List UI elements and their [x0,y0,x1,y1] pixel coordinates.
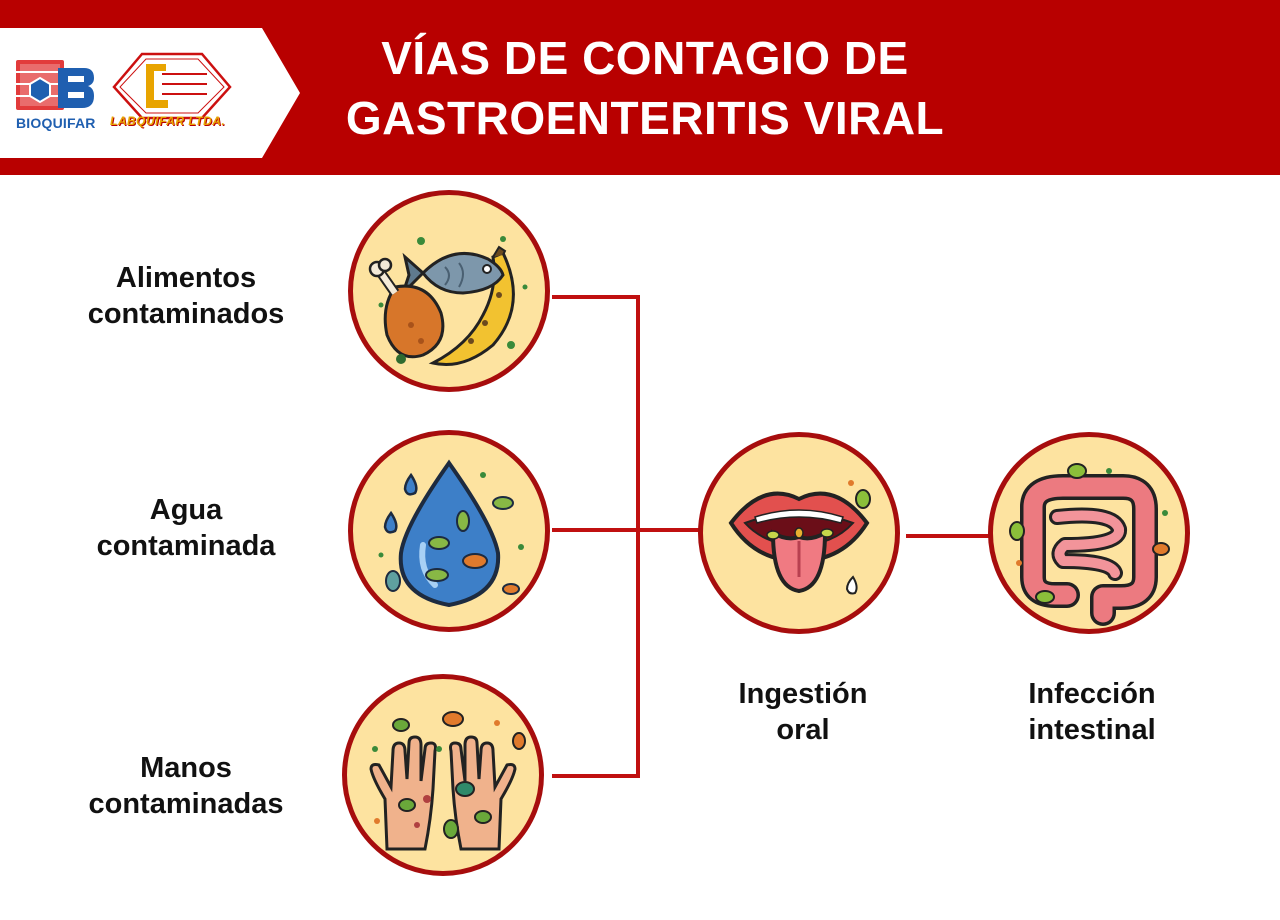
intestine-icon [1009,463,1170,626]
bioquifar-logo-icon [16,60,94,110]
circle-ingestion [698,432,900,634]
contaminated-water-drop-icon [378,459,524,608]
label-agua: Agua contaminada [96,494,276,562]
circle-alimentos [348,190,550,392]
label-alimentos: Alimentos contaminados [87,262,285,330]
circle-infeccion [988,432,1190,634]
laboratorio-logo-icon [112,52,232,120]
circle-manos [342,674,544,876]
mouth-tongue-icon [728,480,871,595]
label-manos: Manos contaminadas [88,752,284,820]
title-line-2: GASTROENTERITIS VIRAL [345,92,945,144]
laboratorio-logo-text: LABQUIFAR LTDA. [110,114,226,128]
header-banner: BIOQUIFAR LABQUIFAR LTDA. VÍAS DE CONTAG… [0,0,1280,175]
label-infeccion: Infección intestinal [1028,678,1156,746]
page-title: VÍAS DE CONTAGIO DE GASTROENTERITIS VIRA… [330,28,960,148]
bioquifar-logo-text: BIOQUIFAR [16,115,96,131]
title-line-1: VÍAS DE CONTAGIO DE [381,32,909,84]
label-ingestion: Ingestión oral [738,678,868,746]
contaminated-food-icon [368,236,528,367]
contaminated-hands-icon [369,711,526,851]
circle-agua [348,430,550,632]
